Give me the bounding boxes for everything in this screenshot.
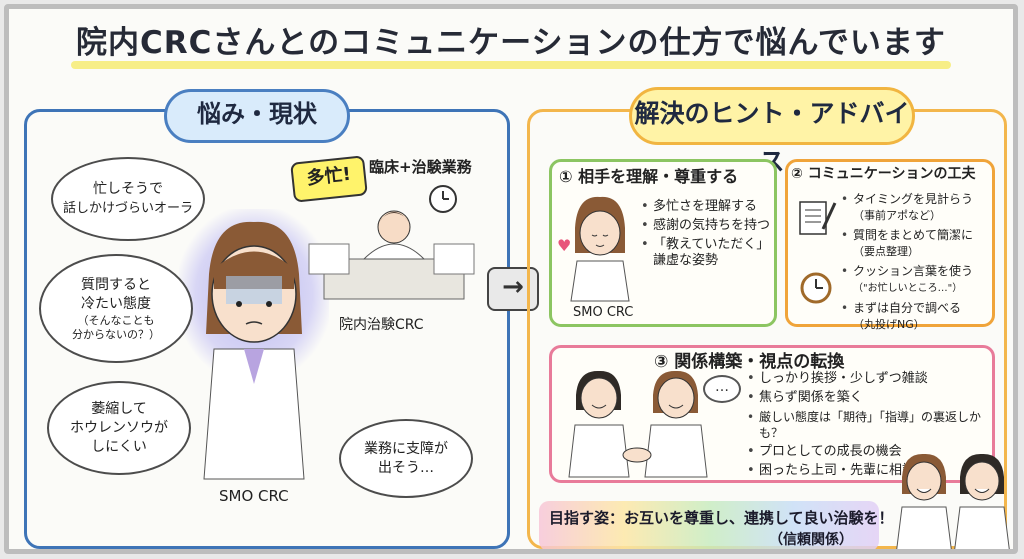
list-item: 「教えていただく」謙虚な姿勢 bbox=[641, 237, 771, 269]
thought-bubble-intimidated: 萎縮して ホウレンソウが しにくい bbox=[47, 381, 191, 475]
handshake-figures bbox=[568, 370, 708, 478]
goal-banner bbox=[539, 501, 879, 549]
smo-crc-label: SMO CRC bbox=[219, 487, 289, 505]
list-item: 焦らず関係を築く bbox=[747, 390, 992, 406]
title-highlight bbox=[71, 61, 951, 69]
tip2-title: ② コミュニケーションの工夫 bbox=[791, 166, 976, 182]
clock-icon bbox=[429, 185, 457, 213]
list-item: タイミングを見計らう（事前アポなど） bbox=[841, 191, 991, 224]
bubble-text: 業務に支障が bbox=[364, 440, 448, 457]
bubble-text: 質問すると bbox=[81, 276, 151, 293]
smo-crc-calm-figure bbox=[570, 196, 630, 302]
list-item: まずは自分で調べる（丸投げNG） bbox=[841, 300, 991, 333]
inhouse-crc-label: 院内治験CRC bbox=[339, 317, 424, 333]
tip1-title: ① 相手を理解・尊重する bbox=[559, 167, 739, 186]
bubble-text: 分からないの？） bbox=[72, 327, 160, 341]
bubble-text: 萎縮して bbox=[91, 400, 147, 417]
goal-text: 目指す姿：お互いを尊重し、連携して良い治験を！ bbox=[549, 509, 894, 527]
list-item: プロとしての成長の機会 bbox=[747, 444, 992, 460]
goal-subtext: （信頼関係） bbox=[769, 532, 853, 548]
solutions-header: 解決のヒント・アドバイス bbox=[629, 87, 915, 176]
bubble-text: 出そう… bbox=[378, 459, 434, 476]
tip1-figure-label: SMO CRC bbox=[573, 305, 634, 320]
list-item: しっかり挨拶・少しずつ雑談 bbox=[747, 371, 992, 387]
list-item: 感謝の気持ちを持つ bbox=[641, 218, 771, 234]
transition-arrow: → bbox=[487, 267, 539, 311]
page-title: 院内CRCさんとのコミュニケーションの仕方で悩んでいます bbox=[76, 25, 946, 61]
speech-bubble: … bbox=[703, 375, 741, 403]
tip1-list: 多忙さを理解する 感謝の気持ちを持つ 「教えていただく」謙虚な姿勢 bbox=[641, 199, 771, 272]
bubble-text: （そんなことも bbox=[77, 313, 155, 327]
list-item: 質問をまとめて簡潔に（要点整理） bbox=[841, 227, 991, 260]
list-item: 困ったら上司・先輩に相談 bbox=[747, 463, 992, 479]
bubble-text: 冷たい態度 bbox=[81, 295, 151, 312]
list-item: 厳しい態度は「期待」「指導」の裏返しかも？ bbox=[747, 409, 992, 441]
list-item: 多忙さを理解する bbox=[641, 199, 771, 215]
list-item: クッション言葉を使う（"お忙しいところ…"） bbox=[841, 263, 991, 297]
smo-crc-worried-figure bbox=[203, 221, 305, 480]
partner-crc-figures bbox=[896, 453, 1010, 549]
concerns-header: 悩み・現状 bbox=[164, 89, 350, 143]
notepad-icon bbox=[799, 201, 837, 235]
bubble-text: しにくい bbox=[91, 438, 147, 455]
thought-bubble-cold-attitude: 質問すると 冷たい態度 （そんなことも 分からないの？） bbox=[39, 254, 193, 363]
bubble-text: 話しかけづらいオーラ bbox=[62, 201, 193, 216]
thought-bubble-busy-aura: 忙しそうで 話しかけづらいオーラ bbox=[51, 157, 205, 241]
tip3-list: しっかり挨拶・少しずつ雑談 焦らず関係を築く 厳しい態度は「期待」「指導」の裏返… bbox=[747, 371, 992, 482]
inhouse-crc-figure bbox=[308, 210, 475, 300]
tip2-list: タイミングを見計らう（事前アポなど） 質問をまとめて簡潔に（要点整理） クッショ… bbox=[841, 191, 991, 336]
thought-bubble-work-impact: 業務に支障が 出そう… bbox=[339, 419, 473, 498]
busy-detail: 臨床+治験業務 bbox=[369, 158, 472, 176]
bubble-text: 忙しそうで bbox=[93, 181, 163, 197]
whiteboard: 院内CRCさんとのコミュニケーションの仕方で悩んでいます 悩み・現状 忙しそうで… bbox=[4, 4, 1018, 554]
clock-icon bbox=[800, 272, 832, 304]
bubble-text: ホウレンソウが bbox=[70, 419, 168, 436]
tip3-title: ③ 関係構築・視点の転換 bbox=[654, 352, 845, 372]
heart-icon: ♥ bbox=[557, 236, 572, 255]
